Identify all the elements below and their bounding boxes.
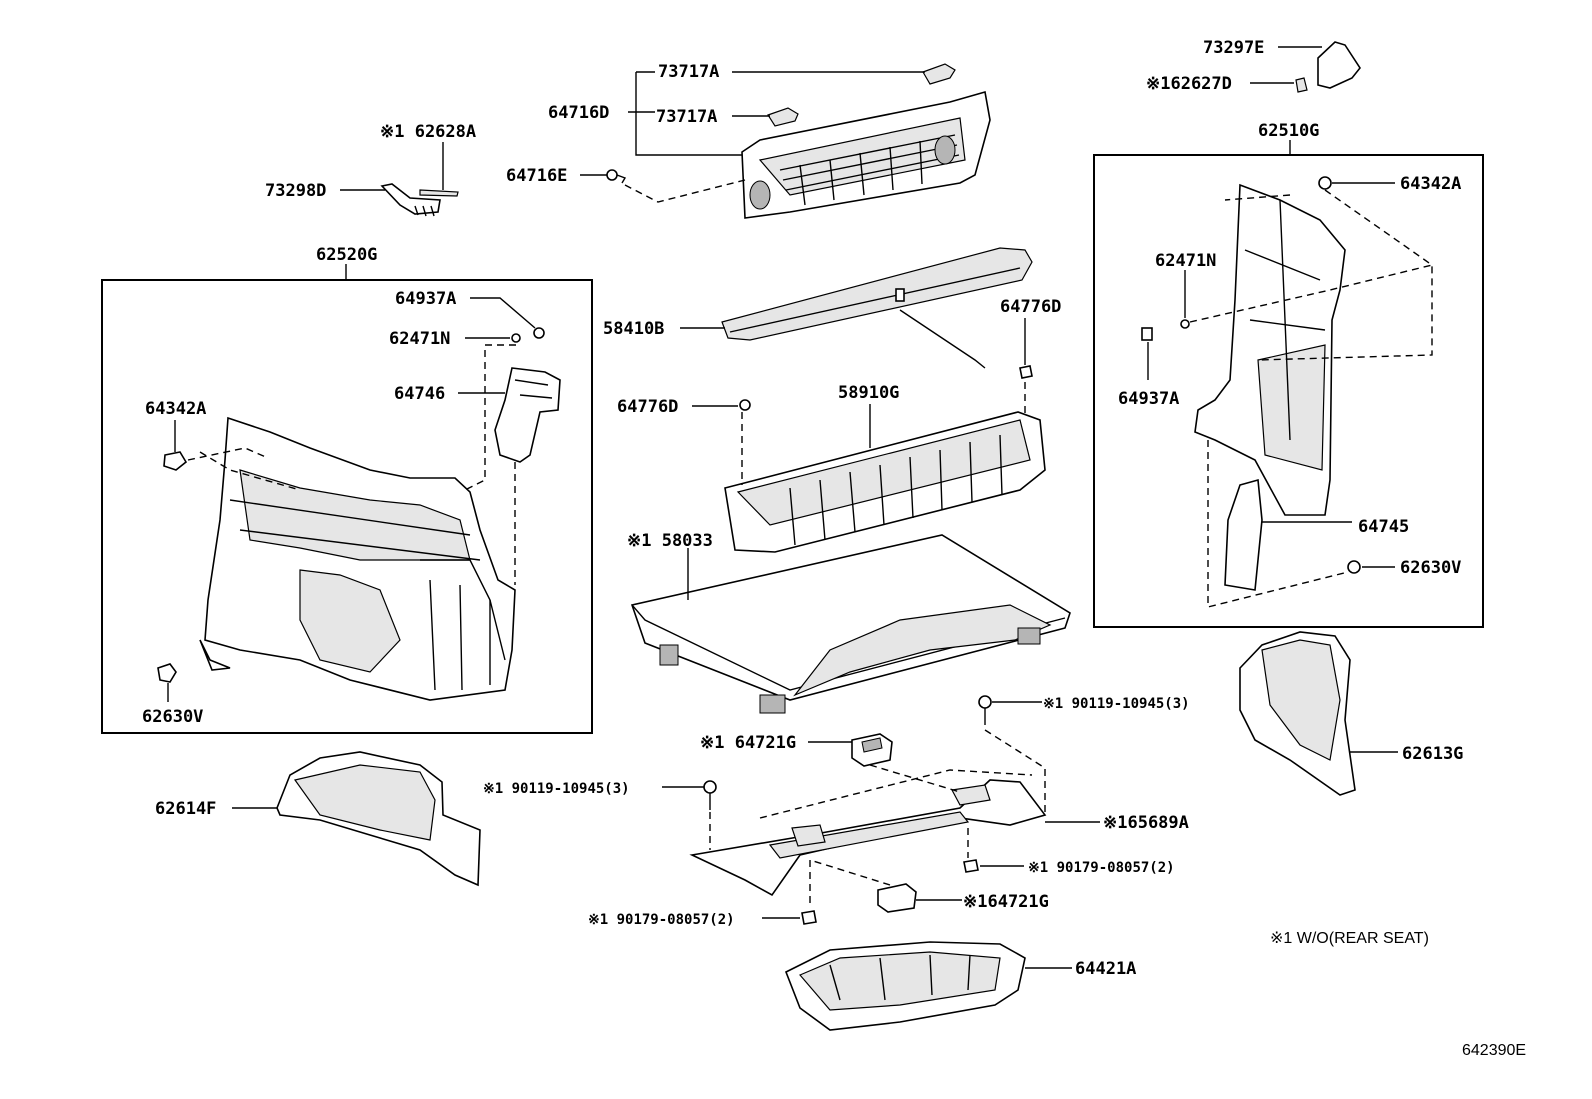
label-62510G: 62510G <box>1258 121 1319 141</box>
label-64746: 64746 <box>394 384 445 404</box>
label-62630V-right: 62630V <box>1400 558 1461 578</box>
group-box-62520G <box>101 279 593 734</box>
label-64721G-top: ※1 64721G <box>700 733 796 753</box>
part-64937A-right <box>1141 327 1153 341</box>
part-90119-right-bolt <box>978 695 992 709</box>
label-62628A: ※1 62628A <box>380 122 476 142</box>
part-58033-deck-board <box>630 534 1071 714</box>
part-64745-bracket <box>1224 478 1263 591</box>
part-90119-left-bolt <box>703 780 717 794</box>
label-62627D: ※162627D <box>1146 74 1232 94</box>
label-64716E: 64716E <box>506 166 567 186</box>
label-64721G-bottom: ※164721G <box>963 892 1049 912</box>
label-90179-right: ※1 90179-08057(2) <box>1028 860 1175 876</box>
label-73297E: 73297E <box>1203 38 1264 58</box>
part-64937A-left <box>533 327 545 339</box>
label-73298D: 73298D <box>265 181 326 201</box>
drawing-code: 642390E <box>1462 1042 1526 1059</box>
label-64776D-left: 64776D <box>617 397 678 417</box>
part-64776D-right-clip <box>1019 365 1033 379</box>
label-62520G: 62520G <box>316 245 377 265</box>
label-62471N-right: 62471N <box>1155 251 1216 271</box>
label-62613G: 62613G <box>1402 744 1463 764</box>
label-73717A-mid: 73717A <box>656 107 717 127</box>
label-62614F: 62614F <box>155 799 216 819</box>
label-90119-right: ※1 90119-10945(3) <box>1043 696 1190 712</box>
label-65689A: ※165689A <box>1103 813 1189 833</box>
part-64746-bracket <box>494 367 561 463</box>
part-90179-right-nut <box>963 859 979 873</box>
label-90119-left: ※1 90119-10945(3) <box>483 781 630 797</box>
part-62613G-liner <box>1239 631 1356 796</box>
footnote: ※1 W/O(REAR SEAT) <box>1270 930 1429 947</box>
group-box-62510G <box>1093 154 1484 628</box>
label-62471N-left: 62471N <box>389 329 450 349</box>
label-64745: 64745 <box>1358 517 1409 537</box>
part-64421A-tray <box>784 941 1026 1031</box>
label-64937A-right: 64937A <box>1118 389 1179 409</box>
dash-64716E <box>624 179 746 203</box>
part-65689A-crossmember <box>689 779 1047 897</box>
part-73717A-caps <box>767 63 956 127</box>
part-62471N-right <box>1180 319 1190 329</box>
part-73297E-cover <box>1295 41 1361 93</box>
label-58910G: 58910G <box>838 383 899 403</box>
part-62471N-left <box>511 333 521 343</box>
label-73717A-top: 73717A <box>658 62 719 82</box>
label-64421A: 64421A <box>1075 959 1136 979</box>
part-64776D-left-clip <box>739 399 751 411</box>
label-64776D-right: 64776D <box>1000 297 1061 317</box>
part-64342A-right-clip <box>1318 176 1332 190</box>
label-90179-left: ※1 90179-08057(2) <box>588 912 735 928</box>
label-64342A-right: 64342A <box>1400 174 1461 194</box>
bracket-64716D <box>635 72 742 156</box>
part-73298D-illustration <box>380 183 459 217</box>
part-62630V-right-clip <box>1347 560 1361 574</box>
label-62630V-left: 62630V <box>142 707 203 727</box>
part-64342A-left-clip <box>163 451 188 471</box>
label-58033: ※1 58033 <box>627 531 713 551</box>
part-62614F-liner <box>276 751 481 887</box>
part-64716D-illustration <box>741 90 991 219</box>
part-62520G-trim-panel <box>199 416 516 701</box>
part-64721G-top-block <box>851 733 893 767</box>
part-62510G-trim-panel <box>1194 183 1346 516</box>
label-58410B: 58410B <box>603 319 664 339</box>
part-64721G-bottom-block <box>877 883 917 913</box>
label-64342A-left: 64342A <box>145 399 206 419</box>
part-64716E-clip <box>606 169 627 184</box>
part-58410B-cover <box>721 247 1033 369</box>
label-64937A-left: 64937A <box>395 289 456 309</box>
part-90179-left-nut <box>801 910 817 925</box>
part-58910G-tray <box>724 411 1046 553</box>
part-62630V-left-clip <box>157 663 177 683</box>
label-64716D: 64716D <box>548 103 609 123</box>
